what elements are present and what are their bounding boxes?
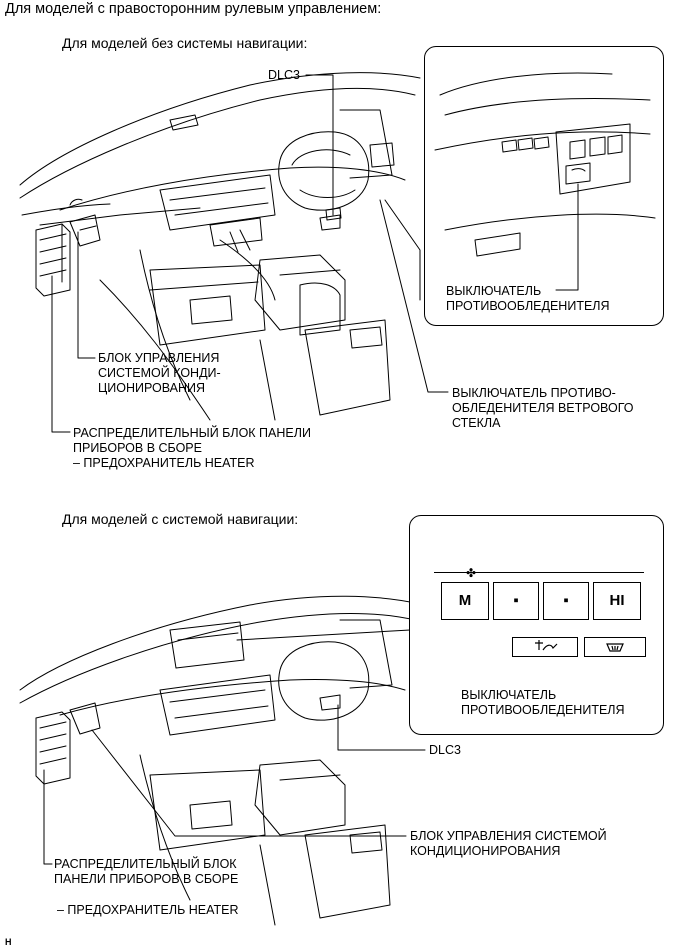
ac-unit-label-1: БЛОК УПРАВЛЕНИЯ СИСТЕМОЙ КОНДИ- ЦИОНИРОВ…: [98, 351, 221, 395]
section1-title: Для моделей без системы навигации:: [62, 35, 308, 51]
defroster-inset-panel: [424, 46, 664, 326]
recirculation-icon: [535, 640, 558, 651]
fan-step-button-2[interactable]: ▪: [543, 582, 589, 620]
button-row-frame: [434, 572, 644, 585]
junction-block-label-1: РАСПРЕДЕЛИТЕЛЬНЫЙ БЛОК ПАНЕЛИ ПРИБОРОВ В…: [73, 426, 311, 470]
windshield-switch-label: ВЫКЛЮЧАТЕЛЬ ПРОТИВО- ОБЛЕДЕНИТЕЛЯ ВЕТРОВ…: [452, 386, 634, 430]
heater-fuse-label-2: – ПРЕДОХРАНИТЕЛЬ HEATER: [57, 903, 239, 917]
junction-block-label-2: РАСПРЕДЕЛИТЕЛЬНЫЙ БЛОК ПАНЕЛИ ПРИБОРОВ В…: [54, 857, 239, 886]
defroster-switch-label-2: ВЫКЛЮЧАТЕЛЬ ПРОТИВООБЛЕДЕНИТЕЛЯ: [461, 688, 625, 717]
recirculation-button[interactable]: [512, 637, 578, 657]
defroster-button[interactable]: [584, 637, 646, 657]
defroster-switch-label-1: ВЫКЛЮЧАТЕЛЬ ПРОТИВООБЛЕДЕНИТЕЛЯ: [446, 284, 610, 313]
rear-defroster-icon: [606, 643, 624, 652]
nav-control-inset-panel: [409, 515, 664, 735]
page-header: Для моделей с правосторонним рулевым упр…: [5, 1, 382, 17]
footer-code: H: [5, 937, 12, 947]
ac-unit-label-2: БЛОК УПРАВЛЕНИЯ СИСТЕМОЙ КОНДИЦИОНИРОВАН…: [410, 829, 607, 858]
dlc3-label-2: DLC3: [429, 743, 461, 757]
dlc3-label-1: DLC3: [268, 68, 300, 82]
section2-title: Для моделей с системой навигации:: [62, 511, 299, 527]
fan-step-button-1[interactable]: ▪: [493, 582, 539, 620]
fan-icon: ✤: [466, 566, 477, 580]
fan-mode-button[interactable]: M: [441, 582, 489, 620]
fan-hi-button[interactable]: HI: [593, 582, 641, 620]
